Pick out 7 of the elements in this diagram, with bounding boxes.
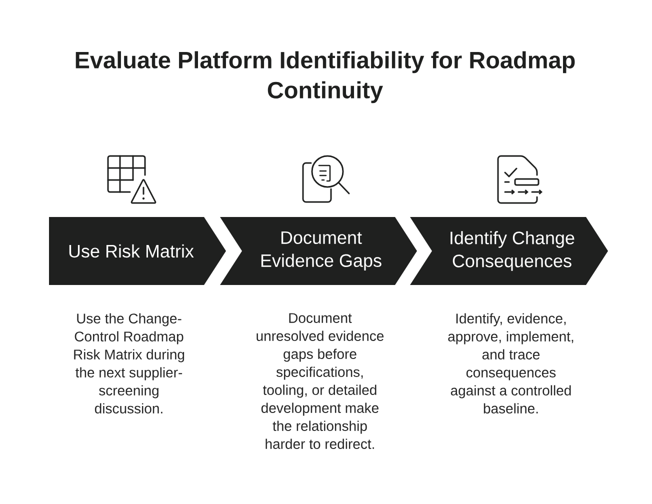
step-description: Use the Change-Control Roadmap Risk Matrix during the next supplier-screening discussion. bbox=[74, 313, 184, 414]
chevron-step: Identify Change Consequences bbox=[410, 217, 608, 285]
step-description: Identify, evidence, approve, implement, and trace consequences against a controlled baseline. bbox=[448, 313, 574, 414]
title: Evaluate Platform Identifiability for Roadmap Continuity bbox=[76, 51, 575, 104]
chevron-step: Document Evidence Gaps bbox=[220, 217, 417, 285]
step-description: Document unresolved evidence gaps before specifications, tooling, or detailed development make the relationship harder to redirect. bbox=[256, 313, 384, 449]
chevron-step: Use Risk Matrix bbox=[49, 217, 226, 285]
